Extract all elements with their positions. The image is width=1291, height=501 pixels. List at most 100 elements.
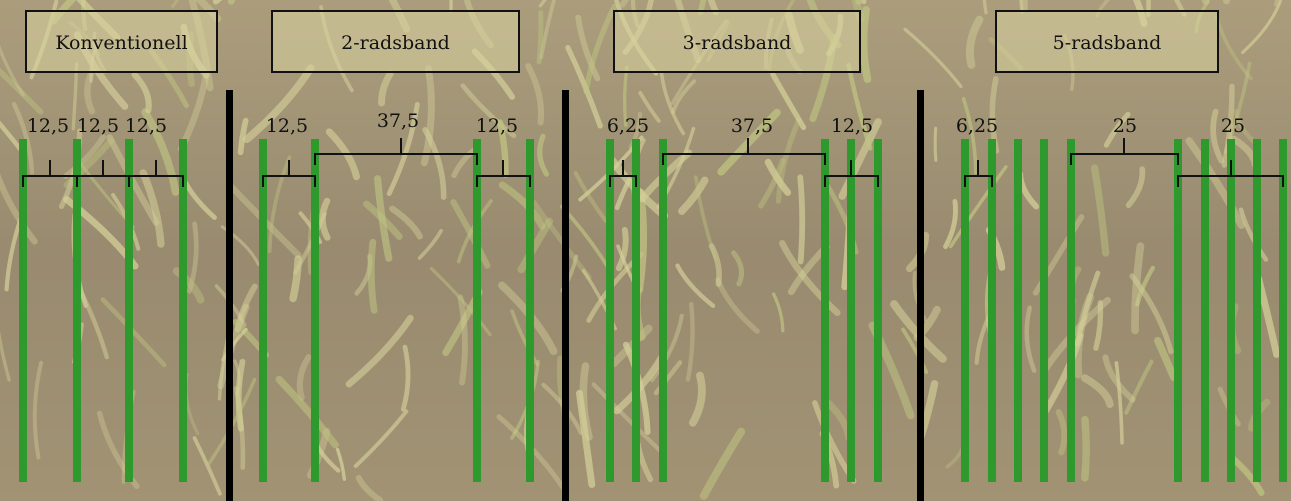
leaf-shape: [32, 360, 44, 460]
spacing-label: 37,5: [731, 115, 773, 137]
leaf-shape: [846, 62, 873, 151]
crop-row-line: [1253, 139, 1261, 482]
leaf-shape: [1221, 83, 1235, 168]
leaf-shape: [1081, 415, 1090, 482]
panel-title-box: [995, 10, 1219, 73]
leaf-shape: [1273, 0, 1279, 7]
crop-row-line: [874, 139, 882, 482]
leaf-shape: [1210, 108, 1225, 164]
leaf-shape: [948, 165, 1008, 249]
leaf-shape: [417, 228, 443, 260]
leaf-shape: [693, 175, 718, 261]
spacing-label: 12,5: [476, 115, 518, 137]
leaf-shape: [84, 67, 96, 115]
spacing-label: 25: [1221, 115, 1245, 137]
leaf-shape: [100, 297, 167, 368]
leaf-shape: [456, 199, 493, 264]
leaf-shape: [619, 0, 630, 8]
leaf-shape: [1091, 164, 1110, 257]
leaf-shape: [182, 179, 217, 220]
spacing-label: 6,25: [607, 115, 649, 137]
leaf-shape: [319, 197, 331, 241]
leaf-shape: [62, 134, 107, 180]
spacing-label: 12,5: [266, 115, 308, 137]
leaf-shape: [386, 101, 420, 196]
leaf-shape: [707, 0, 720, 16]
leaf-shape: [903, 27, 963, 89]
leaf-shape: [460, 83, 517, 139]
leaf-shape: [1114, 361, 1124, 445]
spacing-bracket: [476, 160, 531, 187]
leaf-shape: [770, 71, 807, 131]
spacing-bracket: [964, 160, 993, 187]
leaf-shape: [289, 255, 302, 303]
panel-5-radsband: 5-radsband 6,25 25 25: [956, 10, 1287, 482]
spacing-bracket: [662, 138, 826, 165]
leaf-shape: [1124, 359, 1154, 415]
leaf-shape: [1102, 354, 1136, 403]
crop-row-line: [1201, 139, 1209, 482]
leaf-shape: [496, 414, 567, 492]
leaf-shape: [374, 175, 393, 262]
leaf-shape: [678, 176, 709, 215]
crop-row-line: [961, 139, 969, 482]
crop-row-line: [606, 139, 614, 482]
leaf-shape: [457, 294, 468, 386]
leaf-shape: [429, 266, 492, 337]
spacing-label: 12,5: [27, 115, 69, 137]
crop-row-line: [1227, 139, 1235, 482]
leaf-shape: [838, 118, 882, 200]
spacing-label: 12,5: [831, 115, 873, 137]
panel-divider: [562, 90, 569, 501]
leaf-shape: [0, 67, 44, 115]
leaf-shape: [131, 71, 152, 114]
leaf-shape: [536, 10, 544, 65]
leaf-shape: [859, 6, 872, 83]
leaf-shape: [616, 244, 635, 283]
spacing-bracket: [1070, 138, 1179, 165]
crop-row-line: [311, 139, 319, 482]
leaf-shape: [207, 377, 257, 466]
crop-row-line: [1174, 139, 1182, 482]
leaf-shape: [731, 250, 745, 287]
leaf-shape: [345, 314, 414, 388]
leaf-shape: [1093, 300, 1104, 351]
leaf-shape: [708, 243, 722, 287]
crop-row-line: [259, 139, 267, 482]
leaf-shape: [378, 70, 394, 107]
panel-3-radsband: 3-radsband 6,25 37,5 12,5: [606, 10, 882, 482]
leaf-shape: [186, 221, 199, 294]
leaf-shape: [1024, 305, 1037, 373]
leaf-shape: [0, 44, 25, 97]
leaf-shape: [389, 205, 423, 240]
crop-row-line: [847, 139, 855, 482]
leaf-shape: [1240, 0, 1282, 55]
leaf-shape: [933, 126, 938, 162]
crop-row-line: [73, 139, 81, 482]
leaf-shape: [965, 15, 984, 69]
panel-title-box: [25, 10, 218, 73]
leaf-shape: [1125, 166, 1146, 209]
panel-2-radsband: 2-radsband 12,5 37,5 12,5: [259, 10, 534, 482]
leaf-shape: [1238, 207, 1269, 262]
leaf-shape: [243, 64, 315, 144]
leaf-shape: [11, 101, 35, 175]
panel-title: 2-radsband: [341, 32, 450, 54]
leaf-shape: [775, 117, 802, 204]
leaf-shape: [573, 170, 608, 223]
leaf-shape: [237, 117, 249, 156]
crop-row-line: [19, 139, 27, 482]
crop-row-line: [179, 139, 187, 482]
leaf-shape: [221, 327, 248, 362]
panel-title: 3-radsband: [683, 32, 792, 54]
panel-divider: [917, 90, 924, 501]
leaf-shape: [715, 277, 760, 334]
leaf-shape: [771, 292, 785, 333]
spacing-bracket: [824, 160, 879, 187]
leaf-shape: [659, 71, 686, 136]
crop-row-line: [1067, 139, 1075, 482]
leaf-shape: [653, 360, 683, 396]
leaf-shape: [890, 300, 947, 363]
